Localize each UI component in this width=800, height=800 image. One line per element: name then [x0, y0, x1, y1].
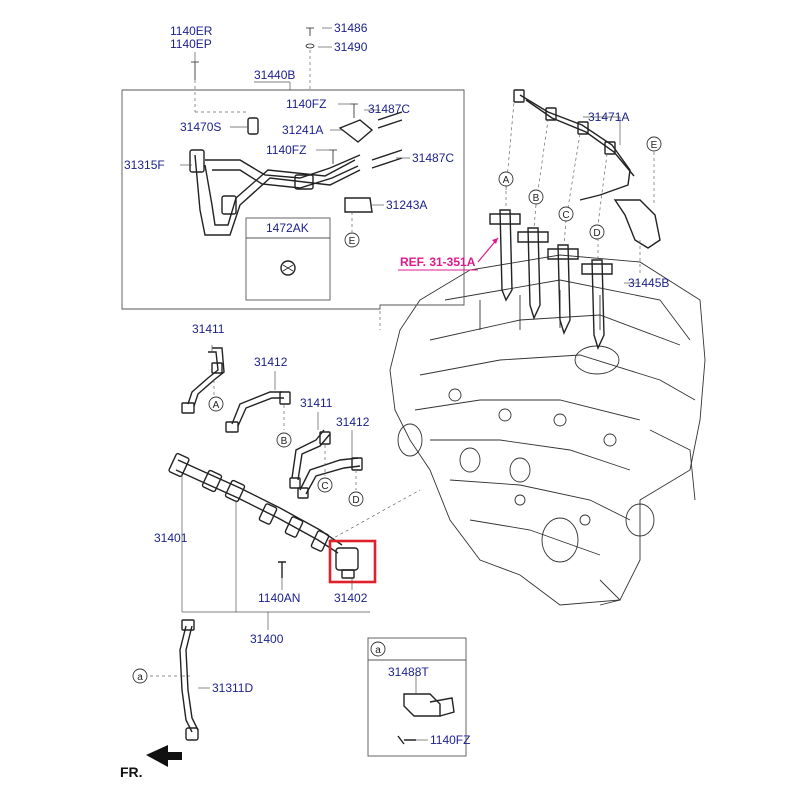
- label-1140fz-mid: 1140FZ: [266, 143, 306, 157]
- svg-text:C: C: [321, 481, 328, 492]
- inset-box-1472ak: [245, 217, 331, 301]
- label-31486: 31486: [334, 21, 368, 35]
- callout-d-upper: D: [589, 224, 605, 240]
- svg-text:E: E: [651, 140, 658, 151]
- label-31400: 31400: [250, 632, 284, 646]
- bolt-1140an: [278, 561, 286, 578]
- svg-text:E: E: [349, 236, 356, 247]
- callout-c-upper: C: [558, 206, 574, 222]
- callout-b-lower: B: [276, 432, 292, 448]
- engine-block: [389, 254, 706, 606]
- callout-b-upper: B: [528, 189, 544, 205]
- svg-text:A: A: [503, 175, 510, 186]
- label-31311d: 31311D: [212, 681, 253, 695]
- injectors: [489, 185, 613, 350]
- return-hose-assembly: [189, 27, 403, 236]
- svg-text:A: A: [213, 400, 220, 411]
- svg-text:D: D: [352, 495, 359, 506]
- svg-text:a: a: [137, 672, 143, 683]
- hp-pipes: [181, 347, 363, 499]
- label-31243a: 31243A: [386, 198, 427, 212]
- part-labels: 1140ER 1140EP 31486 31490 31440B 1140FZ …: [120, 21, 669, 780]
- callout-e-right: E: [646, 136, 662, 152]
- label-31412-upper: 31412: [254, 355, 288, 369]
- label-31470s: 31470S: [180, 120, 221, 134]
- fuel-rail: [168, 452, 343, 554]
- label-31241a: 31241A: [282, 123, 323, 137]
- front-arrow: [146, 745, 182, 767]
- label-31411-upper: 31411: [192, 322, 225, 336]
- label-31445b: 31445B: [628, 276, 669, 290]
- label-1140ep: 1140EP: [170, 37, 212, 51]
- ref-arrow: [398, 237, 499, 271]
- label-31412-lower: 31412: [336, 415, 370, 429]
- topright-leaders: [583, 116, 655, 284]
- inset-box-31488t: [367, 637, 467, 757]
- label-1140fz-top: 1140FZ: [286, 97, 326, 111]
- label-31488t: 31488T: [388, 665, 429, 679]
- injector-return-line: [505, 89, 661, 249]
- label-31487c-top: 31487C: [368, 102, 410, 116]
- svg-text:D: D: [593, 228, 600, 239]
- label-1140an: 1140AN: [258, 591, 300, 605]
- label-31471a: 31471A: [588, 110, 629, 124]
- label-31440b: 31440B: [254, 68, 295, 82]
- label-1140fz-inset: 1140FZ: [430, 733, 470, 747]
- label-31490: 31490: [334, 40, 368, 54]
- label-front: FR.: [120, 764, 143, 780]
- highlight-box-31402: [328, 539, 377, 584]
- callout-d-lower: D: [348, 491, 364, 507]
- label-31401: 31401: [154, 531, 188, 545]
- inset-leaders: [180, 27, 410, 232]
- svg-text:B: B: [281, 436, 288, 447]
- lower-leaders: [150, 305, 421, 689]
- label-31487c-mid: 31487C: [412, 151, 454, 165]
- callout-small-a-inset: a: [370, 641, 386, 657]
- callout-c-lower: C: [317, 477, 333, 493]
- label-31411-lower: 31411: [300, 396, 333, 410]
- callout-a-lower-a: A: [208, 396, 224, 412]
- svg-text:B: B: [533, 193, 540, 204]
- label-31315f: 31315F: [124, 158, 165, 172]
- label-1140er: 1140ER: [170, 24, 213, 38]
- fuel-pipe-31311d: [179, 619, 199, 741]
- callout-a-upper: A: [498, 171, 514, 187]
- svg-text:a: a: [375, 645, 381, 656]
- callout-e-inset: E: [344, 232, 360, 248]
- pressure-sensor-31402: [335, 547, 359, 579]
- label-1472ak: 1472AK: [266, 221, 309, 235]
- callout-small-a-left: a: [132, 668, 148, 684]
- label-31402: 31402: [334, 591, 368, 605]
- label-ref-31-351a: REF. 31-351A: [400, 255, 476, 269]
- svg-text:C: C: [562, 210, 569, 221]
